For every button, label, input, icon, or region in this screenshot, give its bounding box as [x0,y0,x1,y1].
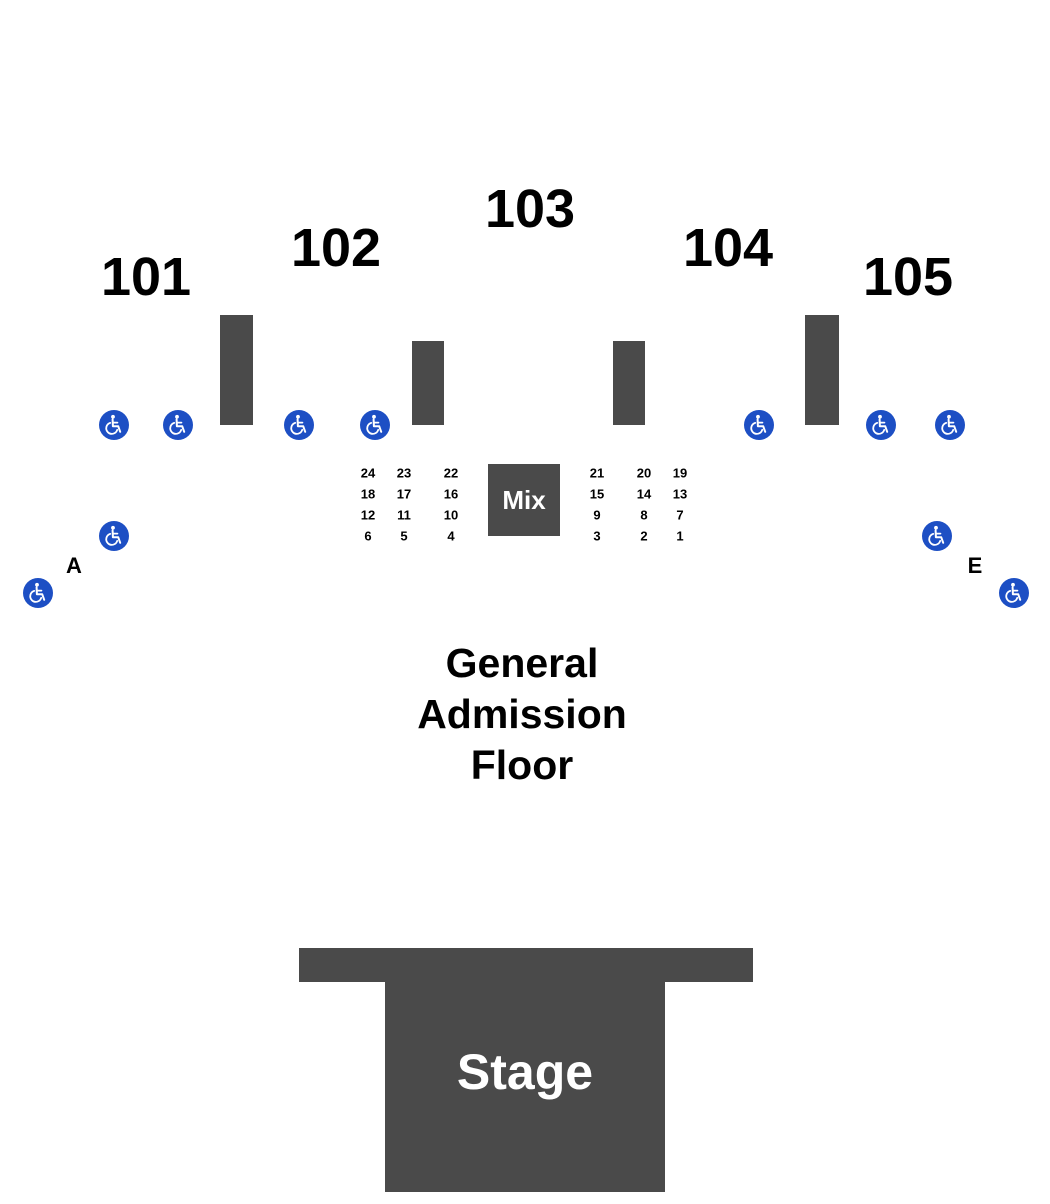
wheelchair-icon[interactable] [922,521,952,551]
seat-number[interactable]: 5 [400,528,408,544]
seat-number[interactable]: 18 [360,486,376,502]
floor-label-line: Admission [417,691,627,737]
section-105-label[interactable]: 105 [862,247,954,307]
seat-number[interactable]: 9 [593,507,601,523]
aisle-e-label: E [967,553,983,578]
section-102-label[interactable]: 102 [290,218,382,278]
seat-number[interactable]: 14 [636,486,652,502]
wheelchair-icon[interactable] [866,410,896,440]
seat-number[interactable]: 24 [360,465,376,481]
seat-number[interactable]: 17 [396,486,412,502]
seat-number[interactable]: 11 [397,507,411,523]
seat-number[interactable]: 15 [589,486,605,502]
stage-label: Stage [456,1044,594,1100]
wheelchair-icon[interactable] [999,578,1029,608]
seat-number[interactable]: 13 [672,486,688,502]
wheelchair-icon[interactable] [23,578,53,608]
stage [385,981,665,1192]
general-admission-floor[interactable]: General Admission Floor [372,638,672,791]
seat-number[interactable]: 4 [447,528,455,544]
seat-number[interactable]: 19 [672,465,688,481]
stage-front-lip [299,948,753,982]
seat-number[interactable]: 21 [589,465,605,481]
seat-number[interactable]: 7 [676,507,684,523]
wheelchair-icon[interactable] [99,410,129,440]
section-divider-104-105 [805,315,839,425]
mix-position: Mix [488,464,560,536]
seat-number[interactable]: 2 [640,528,648,544]
seat-number[interactable]: 10 [443,507,459,523]
section-104-label[interactable]: 104 [682,218,774,278]
wheelchair-icon[interactable] [360,410,390,440]
section-101-label[interactable]: 101 [100,247,192,307]
seat-number[interactable]: 1 [676,528,684,544]
mix-label: Mix [502,484,546,515]
seat-number[interactable]: 16 [443,486,459,502]
section-divider-103-104 [613,341,645,425]
seat-number[interactable]: 6 [364,528,372,544]
wheelchair-icon[interactable] [284,410,314,440]
wheelchair-icon[interactable] [744,410,774,440]
section-divider-101-102 [220,315,253,425]
floor-label-line: Floor [470,742,574,788]
seat-number[interactable]: 20 [636,465,652,481]
seat-number[interactable]: 22 [443,465,459,481]
seat-number[interactable]: 23 [396,465,412,481]
seat-number[interactable]: 3 [593,528,601,544]
floor-label-line: General [445,640,599,686]
section-divider-102-103 [412,341,444,425]
wheelchair-icon[interactable] [935,410,965,440]
wheelchair-icon[interactable] [99,521,129,551]
section-103-label[interactable]: 103 [484,179,576,239]
aisle-a-label: A [66,553,82,578]
seat-number[interactable]: 8 [640,507,648,523]
wheelchair-icon[interactable] [163,410,193,440]
seat-number[interactable]: 12 [360,507,376,523]
